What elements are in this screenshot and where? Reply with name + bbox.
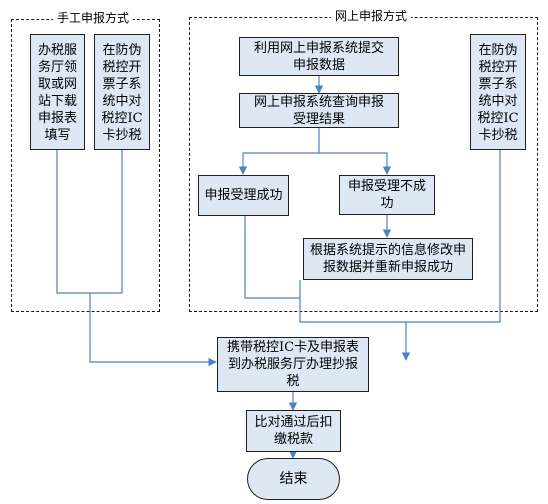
edge-manual-left-down <box>56 150 90 294</box>
edge-modify-to-merge <box>299 280 406 323</box>
online-submit-node: 利用网上申报系统提交 申报数据 <box>239 37 399 76</box>
modify-resubmit-node: 根据系统提示的信息修改申 报数据并重新申报成功 <box>303 238 473 280</box>
edge-query-split <box>243 128 320 154</box>
online-query-node: 网上申报系统查询申报 受理结果 <box>239 93 399 128</box>
manual-group-title: 手工申报方式 <box>53 11 134 25</box>
edge-manual-to-bring <box>89 293 217 367</box>
deduct-tax-node: 比对通过后扣 缴税款 <box>246 410 341 452</box>
bring-ic-card-node: 携带税控IC卡及申报表 到办税服务厅办理抄报 税 <box>217 337 369 392</box>
online-group-title: 网上申报方式 <box>331 9 412 23</box>
online-copy-tax-node: 在防伪 税控开 票子系 统中对 税控IC 卡抄税 <box>470 34 526 150</box>
edge-success-to-merge <box>244 216 300 299</box>
accept-success-node: 申报受理成功 <box>198 175 289 216</box>
manual-fill-form-node: 办税服 务厅领 取或网 站下载 申报表 填写 <box>30 34 85 150</box>
edge-online-right-down <box>406 150 501 323</box>
edge-to-fail <box>319 152 392 175</box>
manual-copy-tax-node: 在防伪 税控开 票子系 统中对 税控IC 卡抄税 <box>94 34 150 150</box>
edge-manual-right-down <box>90 150 123 294</box>
accept-fail-node: 申报受理不成 功 <box>339 175 435 215</box>
end-terminator-node: 结束 <box>247 458 340 500</box>
